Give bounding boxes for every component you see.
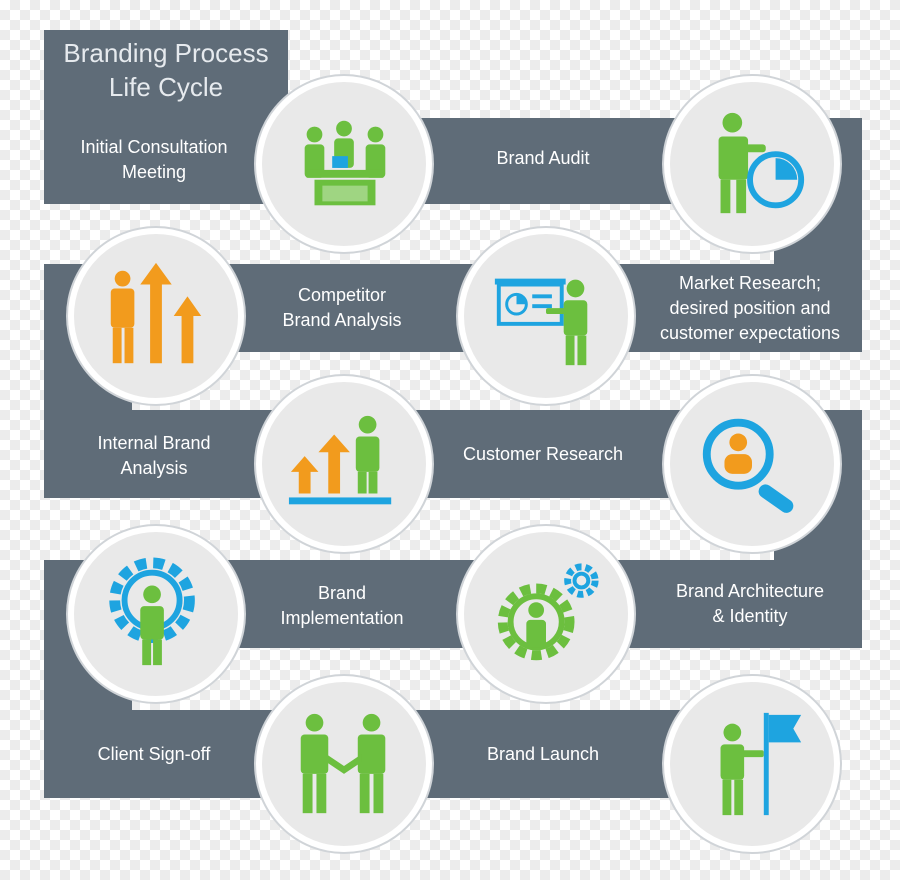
flag-person-icon [720,712,802,816]
step-circle-brand-audit [664,76,840,252]
handshake-icon [300,713,386,814]
step-circle-brand-implementation [68,526,244,702]
step-circle-brand-architecture [458,526,634,702]
step-label-internal-analysis: Internal Brand Analysis [97,433,211,478]
gear-person-icon [109,557,195,666]
step-circle-market-research [458,228,634,404]
step-label-market-research: Market Research; desired position and cu… [659,272,841,343]
step-label-brand-audit: Brand Audit [496,147,590,168]
title-box [44,30,288,125]
step-circle-initial-consultation [256,76,432,252]
magnifier-person-icon [702,418,794,513]
step-label-customer-research: Customer Research [462,443,624,464]
step-label-brand-launch: Brand Launch [486,743,600,764]
gears-person-icon [497,563,599,661]
growth-arrows-person-icon [110,262,202,364]
step-label-brand-architecture: Brand Architecture & Identity [675,581,825,626]
step-circle-competitor-analysis [68,228,244,404]
step-label-competitor-analysis: Competitor Brand Analysis [282,285,402,330]
bar-chart-person-icon [288,415,392,505]
presentation-icon [494,278,588,366]
step-circle-internal-analysis [256,376,432,552]
step-label-initial-consultation: Initial Consultation Meeting [80,137,228,182]
step-label-client-signoff: Client Sign-off [97,743,211,764]
diagram-title: Branding Process Life Cycle [63,38,269,102]
pie-chart-person-icon [718,112,805,214]
step-label-brand-implementation: Brand Implementation [280,583,404,628]
meeting-icon [304,120,386,206]
step-circle-customer-research [664,376,840,552]
step-circle-brand-launch [664,676,840,852]
step-circle-client-signoff [256,676,432,852]
